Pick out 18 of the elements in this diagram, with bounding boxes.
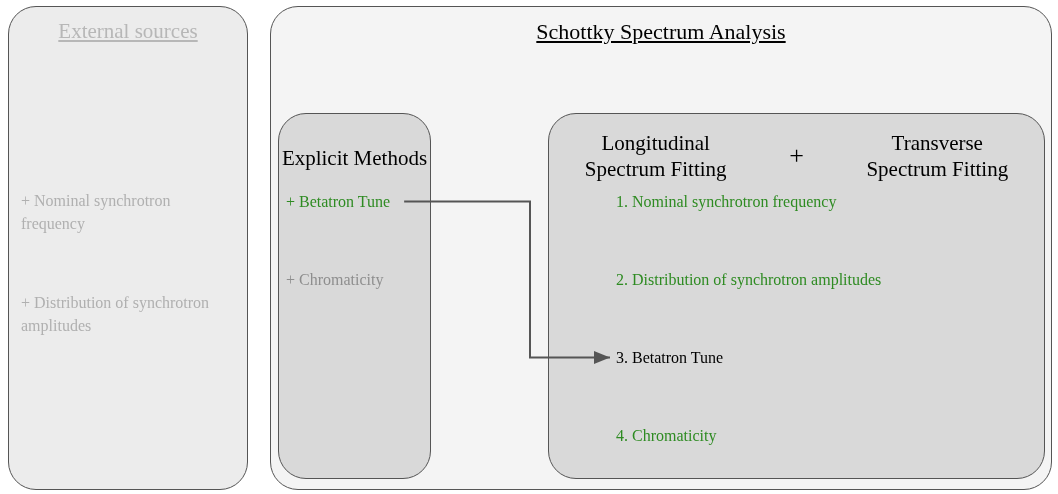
list-item: 4. Chromaticity — [616, 424, 1016, 447]
panel-title: Explicit Methods — [281, 146, 428, 170]
group-panel — [548, 113, 1045, 479]
list-item: + Betatron Tune — [286, 190, 426, 213]
panel-title: Longitudinal Spectrum Fitting — [583, 130, 728, 182]
list-item: 1. Nominal synchrotron frequency — [616, 190, 1016, 213]
panel-title: Transverse Spectrum Fitting — [865, 130, 1010, 182]
list-item: 3. Betatron Tune — [616, 346, 1016, 369]
group-panel — [270, 6, 1052, 490]
plus-sign: + — [789, 143, 804, 169]
group-panel — [278, 113, 431, 479]
list-item: + Distribution of synchrotron amplitudes — [21, 291, 231, 337]
list-item: 2. Distribution of synchrotron amplitudes — [616, 268, 1016, 291]
group-panel — [8, 6, 248, 490]
arrow — [403, 200, 611, 364]
list-item: + Nominal synchrotron frequency — [21, 189, 231, 235]
panel-title: Schottky Spectrum Analysis — [536, 19, 786, 44]
list-item: + Chromaticity — [286, 268, 426, 291]
